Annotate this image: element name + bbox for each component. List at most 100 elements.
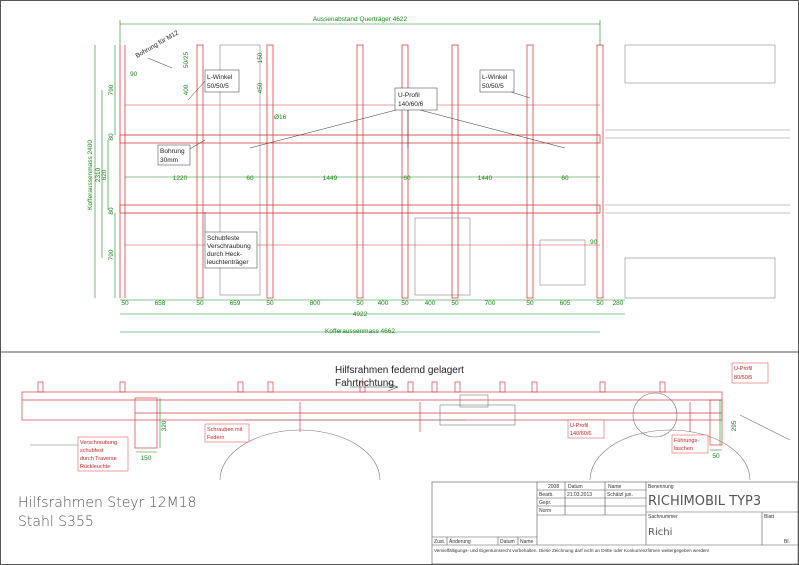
- dim-2310: 2310: [95, 167, 102, 182]
- label-schubfeste-2: Verschraubung: [207, 243, 251, 250]
- bottom-dimension: 50: [451, 300, 459, 307]
- bottom-dimension: 50: [401, 300, 409, 307]
- label-l-winkel-right-1: L-Winkel: [482, 74, 508, 81]
- dim-60b: 60: [403, 175, 411, 182]
- label-federnd: Hilfsrahmen federnd gelagert: [335, 365, 464, 376]
- label-verschraubung-1: Verschraubung: [80, 440, 117, 446]
- tb-sachnummer: Richi: [648, 527, 672, 538]
- tb-bearb-name: Schätzl jun.: [607, 492, 633, 498]
- dim-790-bottom: 790: [108, 249, 115, 260]
- tb-norm-label: Norm: [539, 508, 551, 514]
- crossmember: [526, 44, 534, 299]
- crossmember: [266, 44, 274, 299]
- label-verschraubung-3: durch Traverse: [80, 456, 117, 462]
- tb-footer: Vervielfältigungs- und Eigentumsrecht vo…: [434, 548, 709, 553]
- label-schubfeste-4: leuchtenträger: [207, 259, 249, 266]
- dim-90-top: 90: [130, 71, 138, 78]
- crossmember-stub: [659, 381, 666, 393]
- bottom-dimension: 700: [485, 300, 496, 307]
- top-view: [219, 44, 790, 299]
- bottom-dimension: 605: [560, 300, 571, 307]
- bottom-dimension: 50: [266, 300, 274, 307]
- tb-name2-label: Name: [520, 539, 534, 545]
- dim-80-bottom: 80: [108, 207, 115, 215]
- dim-90-bottom: 90: [590, 239, 598, 246]
- dim-box-length: Kofferaussenmass 4662: [325, 328, 395, 335]
- tb-benennung: RICHIMOBIL TYP3: [648, 494, 761, 509]
- dim-outer-crossmember: Aussenabstand Querträger 4622: [313, 16, 408, 23]
- dim-400: 400: [183, 84, 190, 95]
- label-verschraubung-4: Rückleuchte: [80, 464, 110, 470]
- dim-1449: 1449: [323, 175, 338, 182]
- tb-gepr-label: Gepr.: [539, 500, 551, 506]
- dim-790-top: 790: [108, 84, 115, 95]
- dim-620: 620: [101, 169, 108, 180]
- label-bohrung-30-2: 30mm: [160, 157, 178, 164]
- dim-450: 450: [257, 82, 264, 93]
- label-fahrtrichtung: Fahrtrichtung: [335, 378, 394, 389]
- crossmember: [451, 44, 459, 299]
- material-label: Stahl S355: [18, 514, 94, 530]
- bottom-dimension: 400: [425, 300, 436, 307]
- side-view: [21, 381, 791, 481]
- dim-60c: 60: [561, 175, 569, 182]
- crossmember-stub: [37, 381, 44, 393]
- tb-bl-label: Bl.: [784, 539, 790, 545]
- dim-1220: 1220: [173, 175, 188, 182]
- tb-bearb-label: Bearb.: [539, 492, 554, 498]
- dim-side-150: 150: [141, 455, 152, 462]
- label-u-profil-top-2: 140/60/6: [398, 101, 424, 108]
- crossmember-stub: [499, 381, 506, 393]
- title-block-grid: [431, 481, 799, 565]
- label-fuehrung-2: laschen: [674, 446, 693, 452]
- bottom-dimension: 280: [613, 300, 624, 307]
- label-l-winkel-left-2: 50/50/5: [207, 83, 229, 90]
- label-schrauben-2: Federn: [207, 435, 224, 441]
- bottom-dimension: 50: [526, 300, 534, 307]
- label-schubfeste-3: durch Heck-: [207, 251, 242, 258]
- label-schubfeste-1: Schubfeste: [207, 235, 240, 242]
- crossmember-stub: [531, 381, 538, 393]
- label-fuehrung-1: Führungs-: [674, 438, 699, 444]
- dimension-lines: [94, 20, 625, 333]
- dim-side-50: 50: [712, 453, 720, 460]
- label-bohrung-m12: Bohrung für M12: [135, 29, 181, 59]
- label-u-profil-top-1: U-Profil: [398, 92, 420, 99]
- crossmember-stub: [237, 381, 244, 393]
- dim-1440: 1440: [478, 175, 493, 182]
- tb-datum2-label: Datum: [500, 539, 515, 545]
- tb-bearb-date: 21.03.2013: [567, 492, 592, 498]
- tb-aenderung-label: Änderung: [449, 538, 471, 545]
- label-u-profil-side2-2: 140/60/6: [570, 431, 591, 437]
- bottom-dimension: 50: [356, 300, 364, 307]
- bottom-dimension: 658: [155, 300, 166, 307]
- crossmembers: [125, 44, 604, 299]
- tb-benennung-label: Benennung: [648, 484, 674, 490]
- crossmember-stub: [119, 381, 126, 393]
- bottom-dimension: 50: [121, 300, 129, 307]
- tb-blatt-label: Blatt: [764, 514, 775, 520]
- dim-80-top: 80: [108, 133, 115, 141]
- dim-side-320: 320: [161, 420, 168, 431]
- crossmember: [196, 44, 204, 299]
- tb-year: 2008: [548, 484, 559, 490]
- label-l-winkel-left-1: L-Winkel: [207, 74, 233, 81]
- label-l-winkel-right-2: 50/50/5: [482, 83, 504, 90]
- tb-sachnummer-label: Sachnummer: [648, 514, 678, 520]
- bottom-dimension: 50: [596, 300, 604, 307]
- annotation-boxes: [157, 69, 515, 269]
- crossmember: [401, 44, 409, 299]
- label-u-profil-side2-1: U-Profil: [570, 423, 588, 429]
- label-u-profil-side-2: 80/50/5: [734, 375, 752, 381]
- dim-50-25: 50/25: [183, 51, 190, 68]
- label-u-profil-side-1: U-Profil: [734, 366, 752, 372]
- dim-16: Ø16: [274, 114, 287, 121]
- dim-150: 150: [257, 52, 264, 63]
- bottom-dimension: 400: [378, 300, 389, 307]
- crossmember-stub: [407, 381, 414, 393]
- bottom-dimension: 659: [230, 300, 241, 307]
- crossmember-stub: [267, 381, 274, 393]
- tb-zust-label: Zust.: [434, 539, 445, 545]
